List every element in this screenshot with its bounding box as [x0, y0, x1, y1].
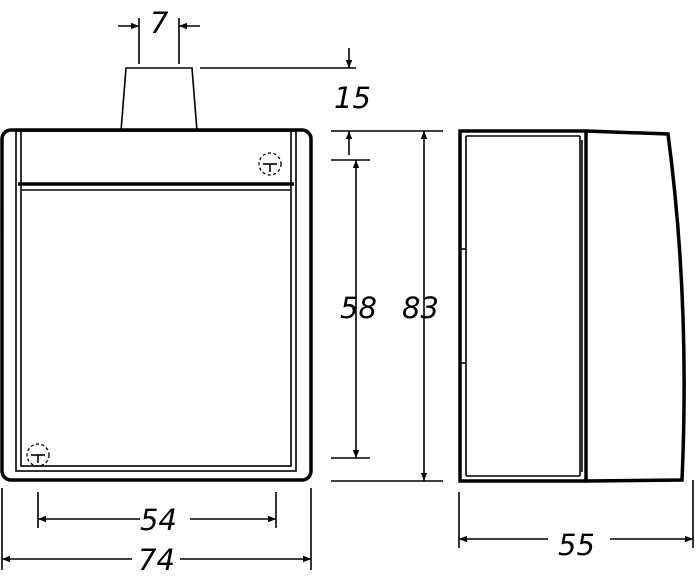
side-cover	[585, 129, 686, 483]
dim-total-width: 74	[1, 488, 312, 577]
side-view	[458, 129, 686, 483]
screw-bottom-left-icon	[26, 443, 50, 467]
dim-inner-width-label: 54	[140, 503, 177, 537]
front-view	[0, 67, 313, 482]
screw-top-right-icon	[258, 152, 282, 176]
dim-inner-height-label: 58	[340, 291, 377, 325]
front-knob	[120, 67, 198, 132]
dim-depth-label: 55	[558, 528, 595, 562]
dim-inner-width: 54	[37, 492, 277, 537]
dim-total-height: 83	[331, 130, 443, 482]
dim-knob-width-label: 7	[150, 6, 169, 40]
dim-inner-height: 58	[331, 159, 377, 459]
dim-knob-width: 7	[118, 6, 200, 64]
front-inner-frame	[15, 130, 297, 472]
dim-total-width-label: 74	[138, 543, 175, 577]
front-outer-housing	[0, 128, 313, 482]
dim-total-height-label: 83	[402, 291, 439, 325]
dim-knob-height: 15	[200, 48, 371, 115]
dim-depth: 55	[458, 480, 694, 562]
front-inner-frame-2	[20, 130, 292, 467]
side-base	[458, 129, 588, 483]
dim-knob-height-label: 15	[334, 81, 371, 115]
